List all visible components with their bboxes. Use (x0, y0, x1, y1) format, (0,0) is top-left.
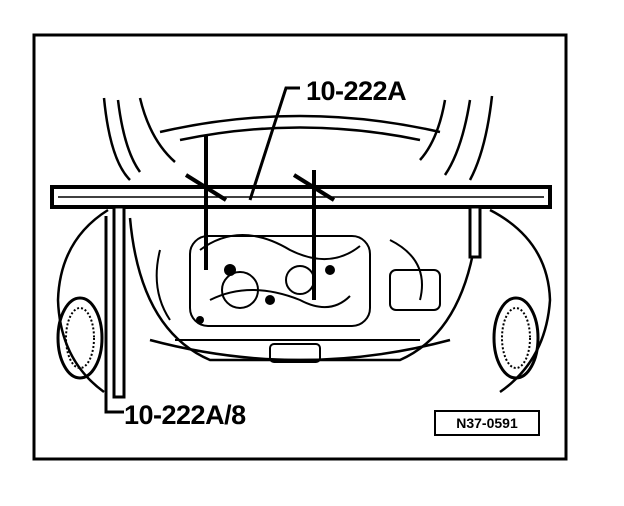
engine-assembly (155, 234, 441, 363)
callout-support-leg: 10-222A/8 (124, 400, 246, 430)
leader-line-top (248, 86, 300, 201)
callout-support-bar: 10-222A (306, 76, 407, 106)
body-panel-outline (56, 208, 552, 394)
right-tail-light (492, 296, 540, 380)
left-tail-light (56, 296, 104, 380)
figure-border (32, 33, 568, 461)
support-leg (112, 205, 126, 399)
support-spindles (184, 135, 336, 300)
support-leg-right (468, 205, 482, 259)
figure-id-box: N37-0591 (434, 410, 540, 436)
leader-line-bottom (104, 216, 124, 414)
engine-lid-outline (102, 95, 494, 181)
engine-detail-fill (196, 264, 335, 324)
